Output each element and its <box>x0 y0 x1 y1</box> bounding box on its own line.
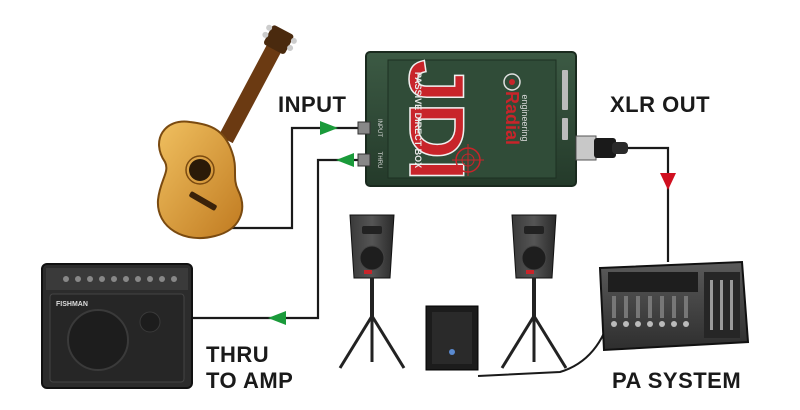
port-input-text: INPUT <box>376 119 382 137</box>
speaker-left-icon <box>338 214 406 369</box>
acoustic-guitar-icon <box>156 24 297 240</box>
powered-mixer-icon <box>598 260 750 352</box>
cable-xlr-to-mixer <box>628 146 670 262</box>
speaker-right-icon <box>500 214 568 369</box>
jdi-model-subtitle: PASSIVE DIRECT BOX <box>413 72 423 168</box>
subwoofer-icon <box>425 305 479 371</box>
amp-brand-text: FISHMAN <box>56 301 88 308</box>
target-crosshair-icon <box>452 144 484 176</box>
thru-label-line2: TO AMP <box>206 368 294 393</box>
thru-jack-icon <box>357 153 371 167</box>
input-arrow-icon <box>320 121 338 135</box>
cable-mixer-to-speakers <box>477 309 613 377</box>
thru-arrow-icon <box>336 153 354 167</box>
radial-logo-icon <box>503 73 521 91</box>
pa-system-label: PA SYSTEM <box>612 368 742 393</box>
jdi-direct-box: JDI PASSIVE DIRECT BOX Radial engineerin… <box>357 51 577 187</box>
input-jack-icon <box>357 121 371 135</box>
port-thru-text: THRU <box>376 152 382 169</box>
xlr-arrow-icon <box>660 173 676 190</box>
xlr-connector-icon <box>575 135 628 161</box>
radial-brand-text: Radial <box>502 91 522 145</box>
amp-arrow-icon <box>268 311 286 325</box>
radial-brand-subtitle: engineering <box>520 94 530 141</box>
cable-guitar-to-input <box>232 126 368 230</box>
input-label: INPUT <box>278 92 347 117</box>
xlr-out-label: XLR OUT <box>610 92 711 117</box>
acoustic-amp-icon: FISHMAN <box>41 263 193 389</box>
thru-label-line1: THRU <box>206 342 270 367</box>
